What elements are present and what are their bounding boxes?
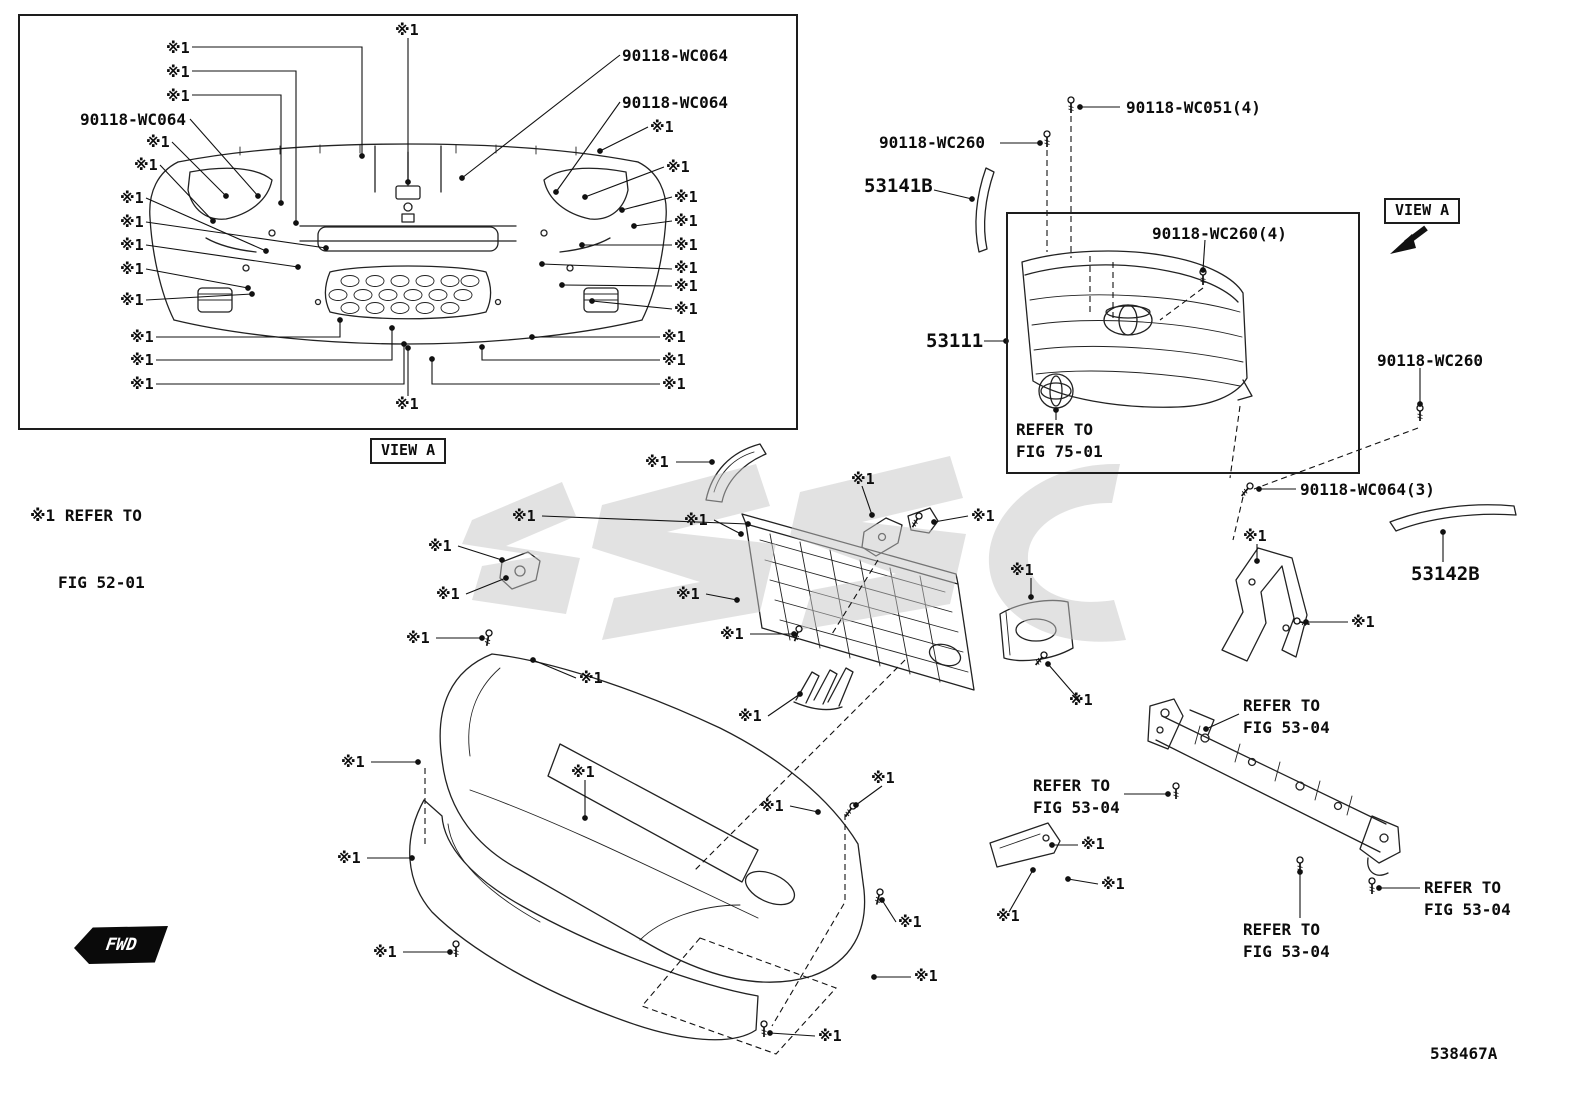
ref-callout: ※1 xyxy=(337,849,361,867)
ref-callout: ※1 xyxy=(373,943,397,961)
part-number-label: 90118-WC260(4) xyxy=(1152,224,1287,243)
refer-note: REFER TO xyxy=(1243,920,1321,939)
ref-callout: ※1 xyxy=(571,763,595,781)
ref-callout: ※1 xyxy=(662,375,686,393)
ref-callout: ※1 xyxy=(395,395,419,413)
ref-callout: ※1 xyxy=(684,511,708,529)
part-number-label: 90118-WC064 xyxy=(622,46,728,65)
ref-callout: ※1 xyxy=(134,156,158,174)
ref-callout: ※1 xyxy=(1351,613,1375,631)
ref-callout: ※1 xyxy=(1010,561,1034,579)
ref-callout: ※1 xyxy=(1069,691,1093,709)
view-a-inset-frame xyxy=(18,14,798,430)
ref-callout: ※1 xyxy=(898,913,922,931)
ref-callout: ※1 xyxy=(436,585,460,603)
ref-callout: ※1 xyxy=(120,213,144,231)
ref-callout: ※1 xyxy=(674,300,698,318)
footnote-line2: FIG 52-01 xyxy=(58,572,145,592)
grille-detail-frame xyxy=(1006,212,1360,474)
inset-leader-lines xyxy=(145,38,673,396)
part-number-label: 90118-WC064(3) xyxy=(1300,480,1435,499)
refer-note: REFER TO xyxy=(1424,878,1502,897)
refer-note: FIG 53-04 xyxy=(1243,942,1330,961)
bumper-rear-view-art xyxy=(149,143,667,345)
ref-callout: ※1 xyxy=(645,453,669,471)
refer-note: REFER TO xyxy=(1033,776,1111,795)
view-a-arrow-icon xyxy=(1390,225,1428,254)
part-number-label: 90118-WC064 xyxy=(80,110,186,129)
refer-note: FIG 53-04 xyxy=(1424,900,1511,919)
ref-callout: ※1 xyxy=(166,63,190,81)
assembly-dashed-lines xyxy=(424,116,1419,1055)
ref-callout: ※1 xyxy=(662,351,686,369)
ref-callout: ※1 xyxy=(428,537,452,555)
diagram-id: 538467A xyxy=(1430,1044,1498,1063)
ref-callout: ※1 xyxy=(130,328,154,346)
ref-callout: ※1 xyxy=(1243,527,1267,545)
ref-callout: ※1 xyxy=(120,189,144,207)
part-number-label: 90118-WC051(4) xyxy=(1126,98,1261,117)
ref-callout: ※1 xyxy=(760,797,784,815)
ref-callout: ※1 xyxy=(720,625,744,643)
fwd-direction-badge: FWD xyxy=(74,926,168,964)
refer-note: FIG 53-04 xyxy=(1243,718,1330,737)
ref-callout: ※1 xyxy=(120,236,144,254)
ref-callout: ※1 xyxy=(674,236,698,254)
ref-callout: ※1 xyxy=(996,907,1020,925)
ref-callout: ※1 xyxy=(818,1027,842,1045)
main-parts-art xyxy=(409,167,1517,1041)
view-a-badge-callout: VIEW A xyxy=(1384,198,1461,224)
part-id-label: 53141B xyxy=(864,175,933,197)
ref-callout: ※1 xyxy=(120,291,144,309)
ref-callout: ※1 xyxy=(146,133,170,151)
ref-callout: ※1 xyxy=(395,21,419,39)
watermark-logo xyxy=(462,456,1126,642)
ref-callout: ※1 xyxy=(579,669,603,687)
ref-callout: ※1 xyxy=(971,507,995,525)
main-leader-lines xyxy=(367,104,1446,1037)
refer-note: FIG 53-04 xyxy=(1033,798,1120,817)
ref-callout: ※1 xyxy=(341,753,365,771)
view-a-badge-inset: VIEW A xyxy=(370,438,447,464)
footnote-refer-fig-52-01: ※1 REFER TO FIG 52-01 xyxy=(30,460,145,639)
part-id-label: 53111 xyxy=(926,330,984,352)
ref-callout: ※1 xyxy=(512,507,536,525)
refer-note: REFER TO xyxy=(1243,696,1321,715)
ref-callout: ※1 xyxy=(851,470,875,488)
refer-note: FIG 75-01 xyxy=(1016,442,1103,461)
ref-callout: ※1 xyxy=(674,212,698,230)
ref-callout: ※1 xyxy=(914,967,938,985)
footnote-line1: ※1 REFER TO xyxy=(30,505,142,525)
ref-callout: ※1 xyxy=(662,328,686,346)
ref-callout: ※1 xyxy=(738,707,762,725)
ref-callout: ※1 xyxy=(166,87,190,105)
refer-note: REFER TO xyxy=(1016,420,1094,439)
part-number-label: 90118-WC064 xyxy=(622,93,728,112)
fwd-label: FWD xyxy=(104,935,138,955)
ref-callout: ※1 xyxy=(1081,835,1105,853)
ref-callout: ※1 xyxy=(166,39,190,57)
ref-callout: ※1 xyxy=(120,260,144,278)
part-number-label: 90118-WC260 xyxy=(879,133,985,152)
ref-callout: ※1 xyxy=(666,158,690,176)
part-number-label: 90118-WC260 xyxy=(1377,351,1483,370)
ref-callout: ※1 xyxy=(130,351,154,369)
ref-callout: ※1 xyxy=(1101,875,1125,893)
ref-callout: ※1 xyxy=(406,629,430,647)
ref-callout: ※1 xyxy=(871,769,895,787)
ref-callout: ※1 xyxy=(674,277,698,295)
part-id-label: 53142B xyxy=(1411,563,1480,585)
ref-callout: ※1 xyxy=(650,118,674,136)
ref-callout: ※1 xyxy=(130,375,154,393)
ref-callout: ※1 xyxy=(676,585,700,603)
ref-callout: ※1 xyxy=(674,259,698,277)
ref-callout: ※1 xyxy=(674,188,698,206)
